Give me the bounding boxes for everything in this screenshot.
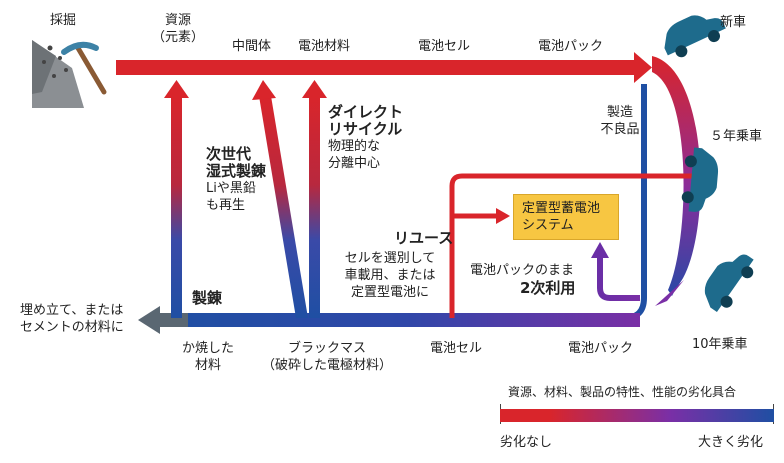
stationary-storage-box: 定置型蓄電池 システム <box>513 194 619 240</box>
select-label-line2: 車載用、または <box>344 268 436 283</box>
pack-as-is-label: 電池パックのまま <box>470 263 575 278</box>
defect-label-line2: 不良品 <box>600 122 640 137</box>
new-car-label: 新車 <box>720 15 747 30</box>
hydro-label-line2: 湿式製錬 <box>206 162 267 180</box>
main-flow-arrow <box>116 52 652 83</box>
pickaxe-icon <box>61 41 107 95</box>
pack-label-bottom: 電池パック <box>568 341 634 356</box>
intermediate-label: 中間体 <box>232 39 272 54</box>
car-5yr-label: ５年乗車 <box>710 129 763 144</box>
landfill-label-line2: セメントの材料に <box>20 320 124 335</box>
resource-label-line2: （元素） <box>151 30 204 45</box>
car-icon <box>704 254 754 313</box>
second-use-label: 2次利用 <box>520 279 576 297</box>
mining-label: 採掘 <box>50 13 77 28</box>
hydro-label-line3: Liや黒鉛 <box>206 181 256 196</box>
cell-label-bottom: 電池セル <box>430 341 483 356</box>
second-use-arrow <box>591 242 640 301</box>
intermediate-recycle-arrow <box>252 80 308 318</box>
usage-return-curve <box>652 56 701 296</box>
select-cells-label: セルを選別して 車載用、または 定置型電池に <box>334 250 446 301</box>
car-icon <box>681 147 719 212</box>
select-label-line3: 定置型電池に <box>350 285 429 300</box>
reuse-label: リユース <box>394 229 454 247</box>
direct-label-line1: ダイレクト <box>328 103 404 121</box>
landfill-label: 埋め立て、または セメントの材料に <box>20 302 124 336</box>
hydro-label: 次世代 湿式製錬 Liや黒鉛 も再生 <box>206 146 266 214</box>
reuse-loop <box>449 168 712 318</box>
legend-high-label: 大きく劣化 <box>698 435 764 450</box>
direct-label-line4: 分離中心 <box>328 156 381 171</box>
hydro-label-line4: も再生 <box>206 198 246 213</box>
smelting-label: 製錬 <box>192 289 223 307</box>
resource-recycle-arrow <box>164 80 189 318</box>
pack-label-top: 電池パック <box>538 39 604 54</box>
calcined-label-line1: か焼した <box>181 341 234 356</box>
legend-low-label: 劣化なし <box>500 435 553 450</box>
car-icon <box>664 15 726 58</box>
blackmass-label-line2: （破砕した電極材料） <box>261 358 392 373</box>
resource-label: 資源 （元素） <box>142 12 214 46</box>
direct-label-line2: リサイクル <box>328 120 403 138</box>
car-10yr-label: 10年乗車 <box>692 337 748 352</box>
landfill-label-line1: 埋め立て、または <box>20 303 124 318</box>
resource-label-line1: 資源 <box>164 13 191 28</box>
mine-icon <box>32 40 84 108</box>
degradation-gradient-bar <box>500 409 774 422</box>
direct-label-line3: 物理的な <box>328 139 381 154</box>
legend-title: 資源、材料、製品の特性、性能の劣化具合 <box>508 385 737 399</box>
storage-label-line1: 定置型蓄電池 <box>522 201 601 216</box>
calcined-label-line2: 材料 <box>194 358 221 373</box>
usage-return-arrowhead <box>655 280 684 306</box>
materials-label: 電池材料 <box>298 39 351 54</box>
direct-recycle-label: ダイレクト リサイクル 物理的な 分離中心 <box>328 104 403 172</box>
hydro-label-line1: 次世代 <box>206 145 252 163</box>
defect-label-line1: 製造 <box>606 105 633 120</box>
materials-recycle-arrow <box>302 80 327 318</box>
blackmass-label: ブラックマス （破砕した電極材料） <box>252 340 402 374</box>
calcined-label: か焼した 材料 <box>176 340 240 374</box>
defect-label: 製造 不良品 <box>598 104 642 138</box>
select-label-line1: セルを選別して <box>344 251 436 266</box>
cell-label-top: 電池セル <box>418 39 471 54</box>
bottom-return-flow <box>170 313 640 327</box>
blackmass-label-line1: ブラックマス <box>287 341 366 356</box>
storage-label-line2: システム <box>522 218 574 233</box>
